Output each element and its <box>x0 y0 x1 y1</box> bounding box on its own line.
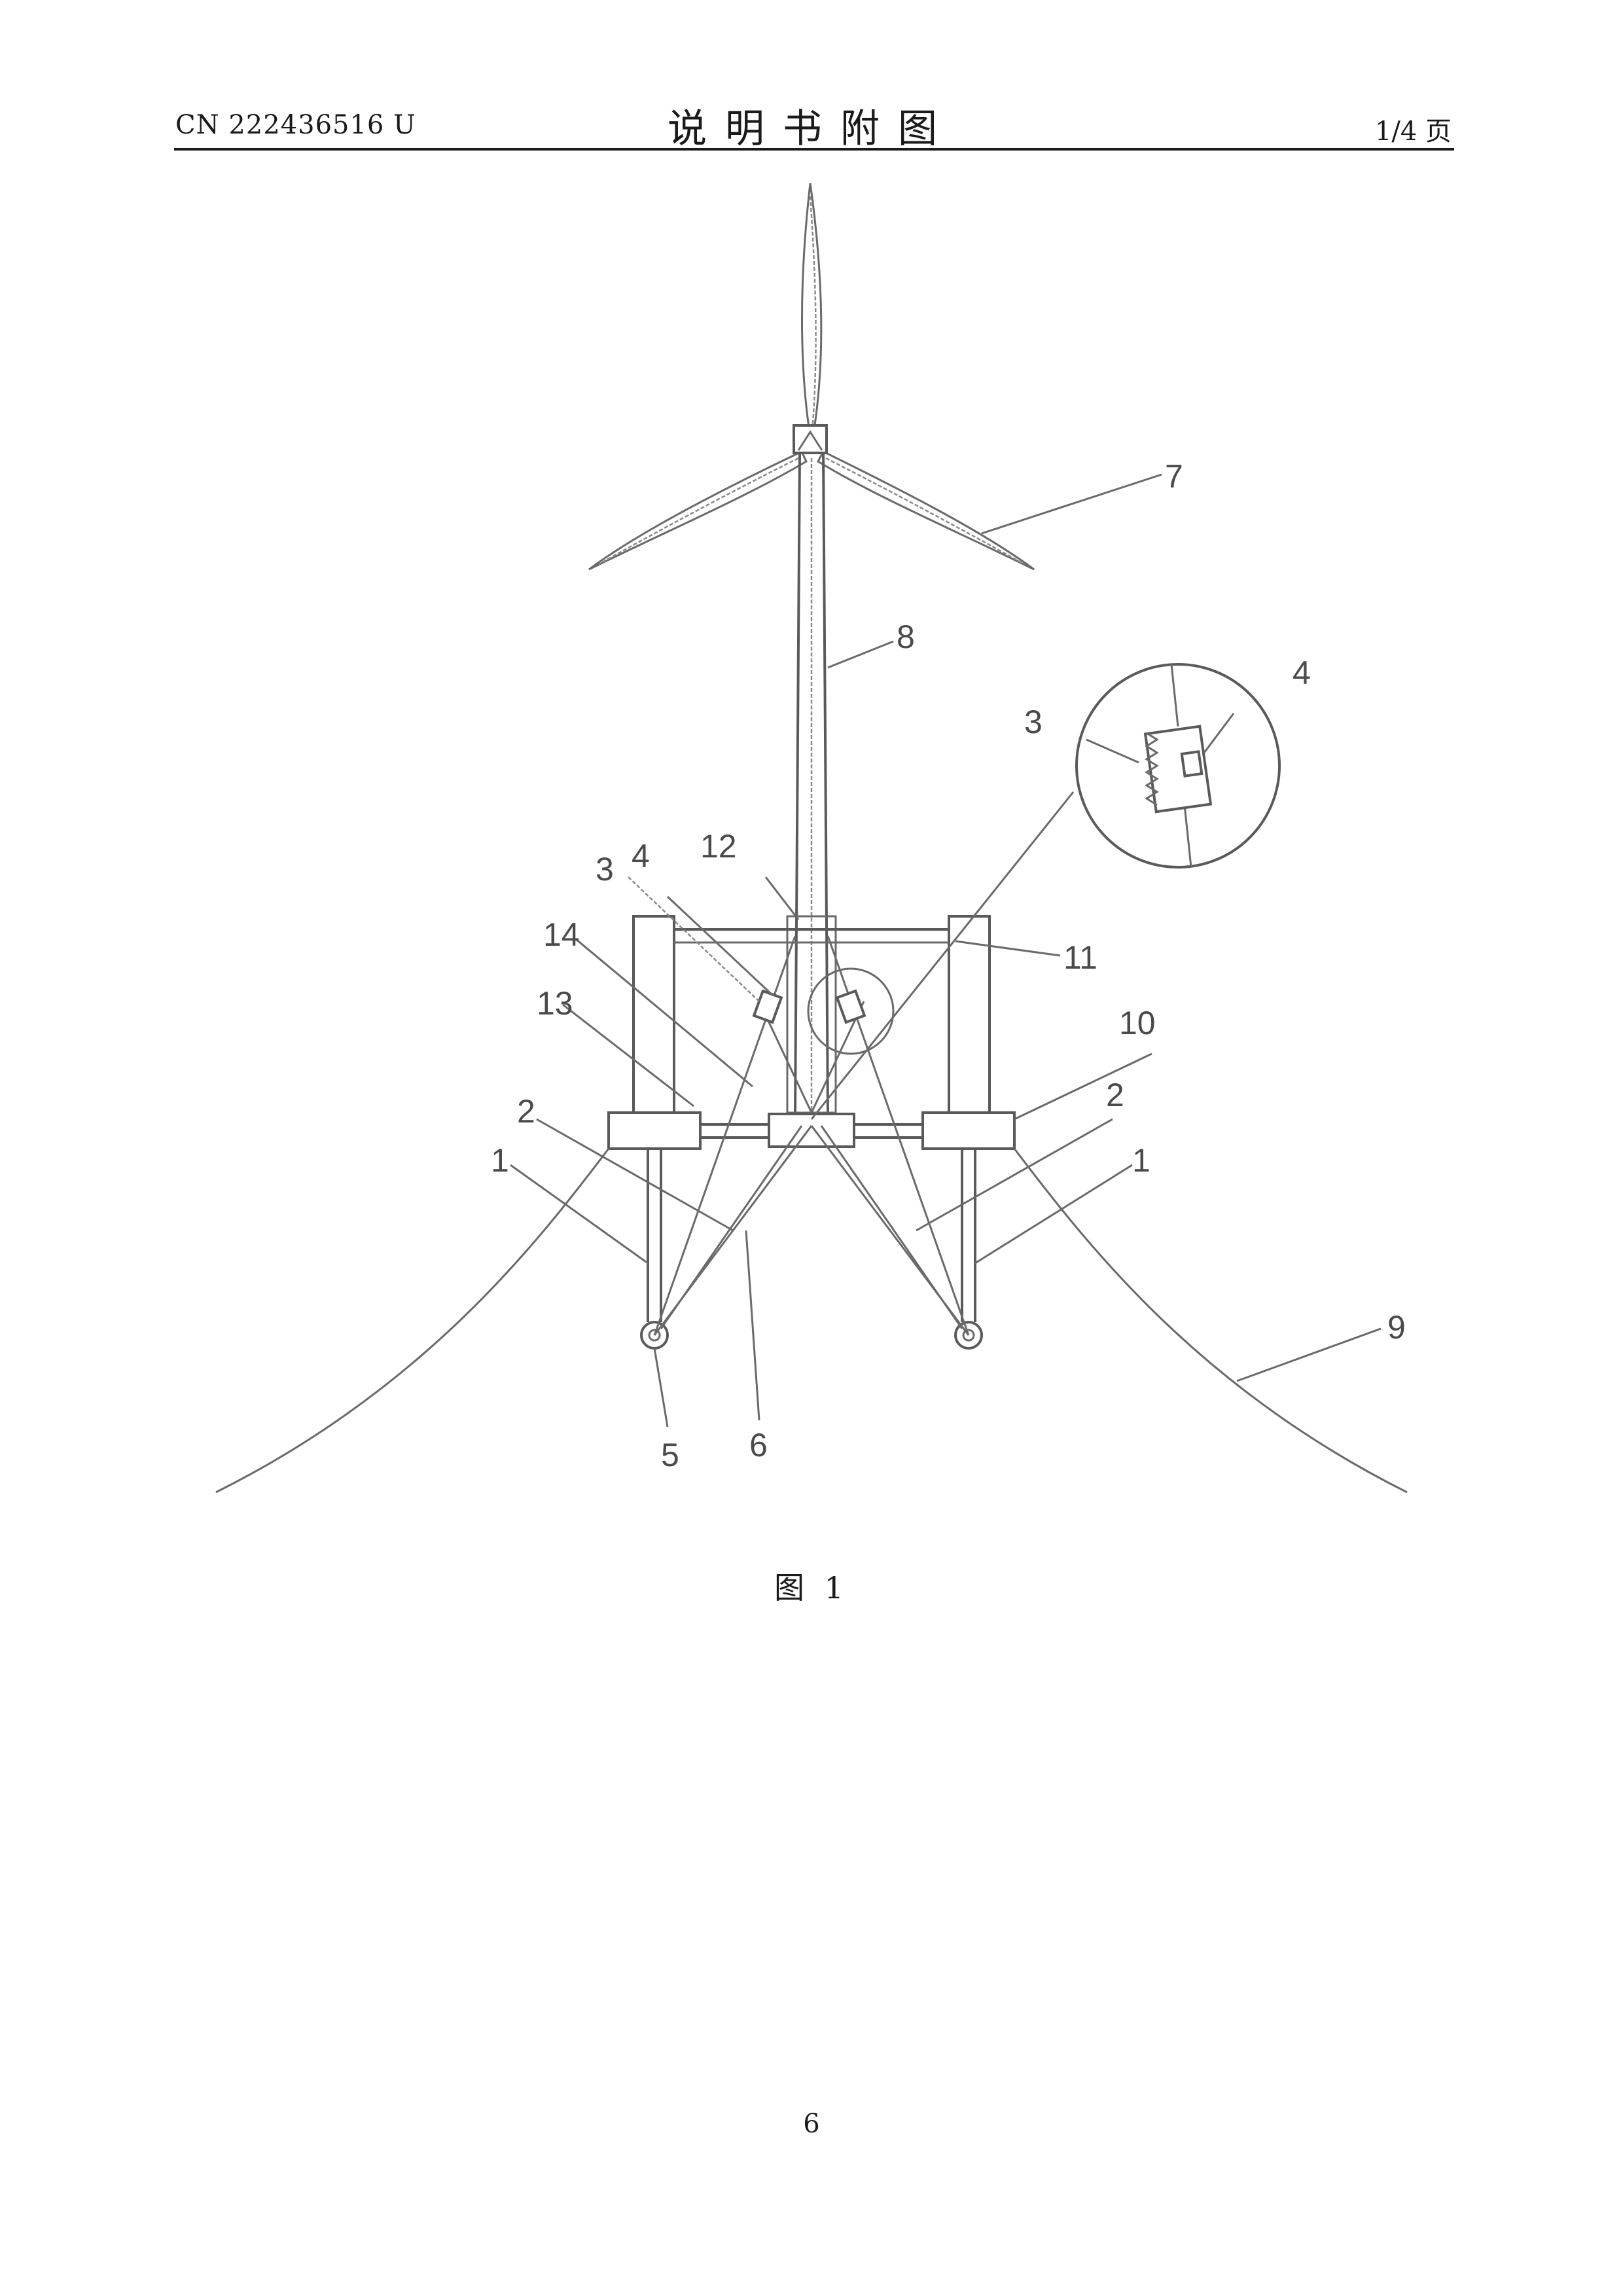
label-damper-spring: 3 <box>596 851 614 888</box>
label-blade: 7 <box>1165 458 1183 495</box>
label-link-left: 2 <box>517 1093 535 1130</box>
label-column-right: 1 <box>1132 1142 1150 1179</box>
label-link-right: 2 <box>1106 1077 1124 1113</box>
figure-caption: 图 1 <box>0 1564 1623 1607</box>
label-anchor-node: 5 <box>661 1437 679 1473</box>
label-top-brace: 12 <box>700 828 737 865</box>
label-inset-box: 4 <box>1293 655 1311 691</box>
mooring-lines <box>216 1149 1407 1492</box>
label-crossbar: 11 <box>1063 939 1097 976</box>
label-damper-box: 4 <box>632 838 650 874</box>
label-tension-line: 6 <box>749 1427 768 1463</box>
tension-cables <box>654 792 1073 1335</box>
label-brace-14: 14 <box>543 916 580 953</box>
inset-detail <box>1077 664 1279 867</box>
label-brace-13: 13 <box>537 985 573 1022</box>
tower <box>795 453 828 1113</box>
legs <box>641 1149 982 1348</box>
label-buoy: 10 <box>1119 1005 1156 1041</box>
label-inset-spring: 3 <box>1024 704 1043 740</box>
page-number: 6 <box>0 2109 1623 2139</box>
dampers <box>754 969 893 1054</box>
label-mooring-line: 9 <box>1387 1309 1406 1346</box>
label-column-left: 1 <box>491 1142 509 1179</box>
label-tower: 8 <box>897 619 915 655</box>
